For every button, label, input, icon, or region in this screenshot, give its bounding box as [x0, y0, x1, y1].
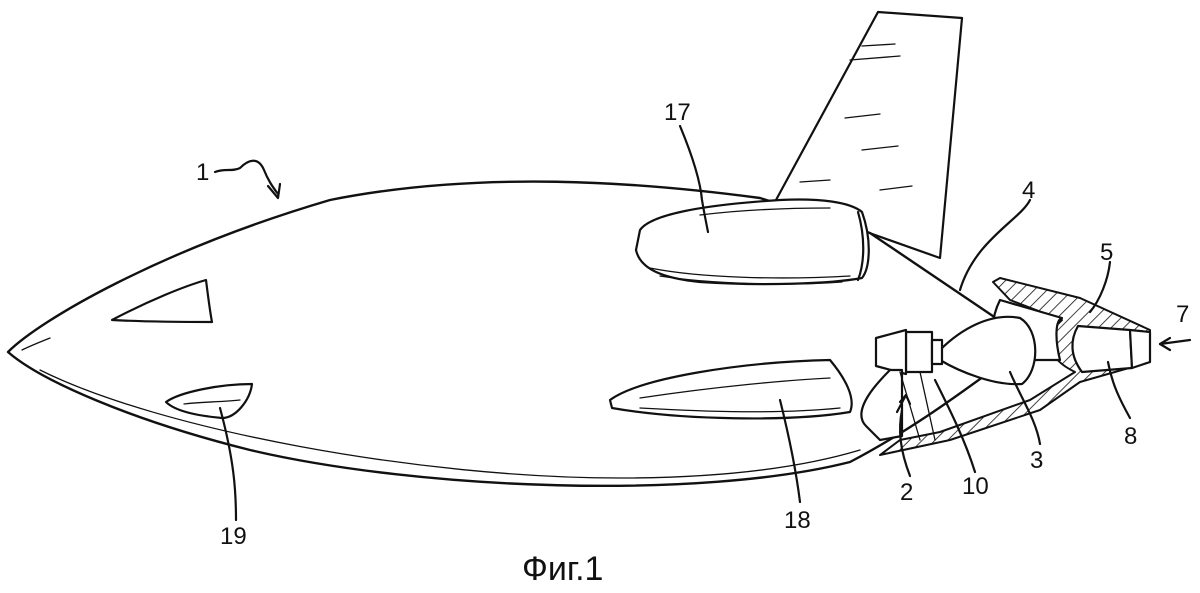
lower-fairing: [608, 358, 853, 420]
numeral-4: 4: [1022, 177, 1035, 204]
upper-nacelle: [634, 198, 870, 286]
tail-fin: [774, 10, 964, 260]
numeral-10: 10: [962, 473, 989, 500]
canopy-window: [110, 278, 214, 324]
figure-caption: Фиг.1: [522, 550, 603, 588]
numeral-3: 3: [1030, 447, 1043, 474]
numeral-19: 19: [220, 523, 247, 550]
numeral-2: 2: [900, 479, 913, 506]
numeral-8: 8: [1124, 423, 1137, 450]
numeral-5: 5: [1100, 239, 1113, 266]
leader-1: [213, 159, 282, 200]
leader-lines: [218, 124, 1192, 522]
numeral-7: 7: [1176, 301, 1189, 328]
lower-intake: [164, 382, 254, 420]
engine-cutaway: [860, 277, 1152, 456]
reference-numerals: 1 17 4 5 7 8 3 10 2 18 19: [196, 99, 1189, 550]
numeral-17: 17: [664, 99, 691, 126]
numeral-1: 1: [196, 159, 209, 186]
numeral-18: 18: [784, 507, 811, 534]
